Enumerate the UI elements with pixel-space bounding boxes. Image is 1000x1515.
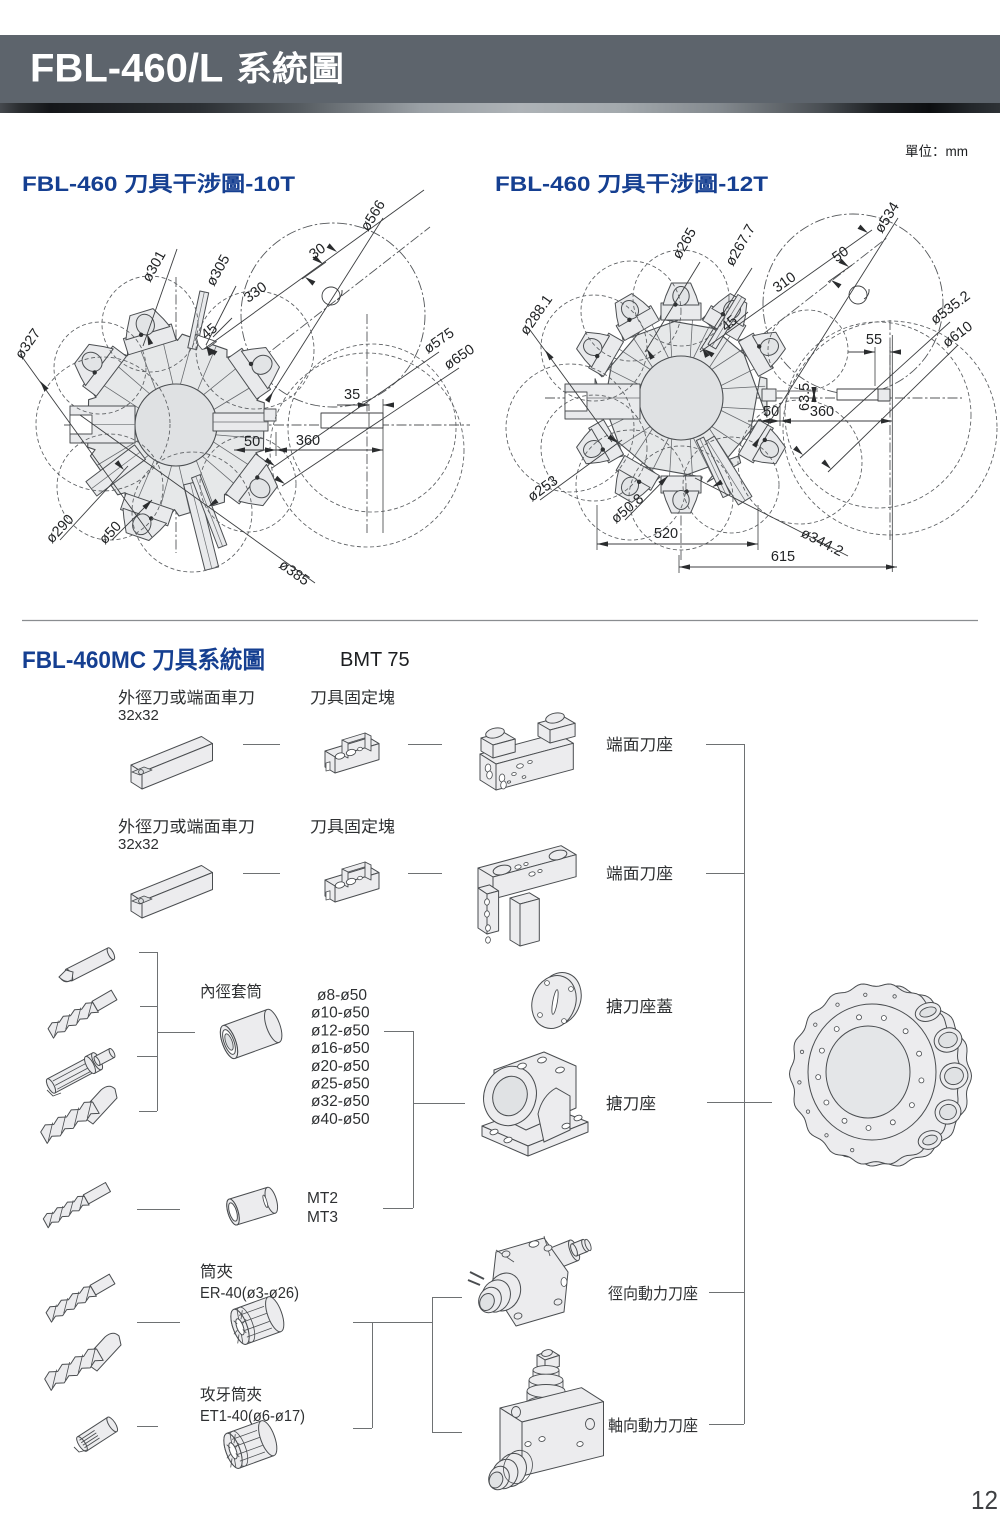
svg-text:330: 330 bbox=[241, 279, 270, 306]
svg-text:ø385: ø385 bbox=[276, 557, 312, 589]
svg-text:45: 45 bbox=[718, 312, 741, 335]
svg-text:刀具固定塊: 刀具固定塊 bbox=[310, 818, 395, 836]
svg-text:FBL-460 刀具干涉圖-10T: FBL-460 刀具干涉圖-10T bbox=[22, 172, 295, 196]
svg-text:310: 310 bbox=[770, 269, 799, 296]
svg-text:45: 45 bbox=[198, 320, 221, 343]
svg-text:端面刀座: 端面刀座 bbox=[606, 865, 673, 883]
svg-text:系統圖: 系統圖 bbox=[236, 51, 344, 89]
svg-text:外徑刀或端面車刀: 外徑刀或端面車刀 bbox=[118, 689, 255, 707]
svg-text:ø267.7: ø267.7 bbox=[723, 222, 759, 269]
svg-text:ø290: ø290 bbox=[43, 512, 77, 547]
svg-text:32x32: 32x32 bbox=[118, 707, 159, 724]
svg-text:徑向動力刀座: 徑向動力刀座 bbox=[608, 1285, 698, 1303]
svg-text:筒夾: 筒夾 bbox=[200, 1263, 233, 1281]
svg-text:30: 30 bbox=[306, 241, 328, 263]
svg-text:刀具固定塊: 刀具固定塊 bbox=[310, 689, 395, 707]
svg-text:ø32-ø50: ø32-ø50 bbox=[311, 1093, 370, 1110]
svg-text:端面刀座: 端面刀座 bbox=[606, 736, 673, 754]
svg-text:搪刀座: 搪刀座 bbox=[606, 1095, 656, 1113]
svg-text:內徑套筒: 內徑套筒 bbox=[200, 983, 262, 1001]
svg-text:ø650: ø650 bbox=[441, 342, 477, 374]
svg-text:MT3: MT3 bbox=[307, 1209, 338, 1226]
svg-text:軸向動力刀座: 軸向動力刀座 bbox=[608, 1417, 698, 1435]
svg-text:FBL-460 刀具干涉圖-12T: FBL-460 刀具干涉圖-12T bbox=[495, 172, 768, 196]
svg-text:ø16-ø50: ø16-ø50 bbox=[311, 1040, 370, 1057]
svg-text:ø344.2: ø344.2 bbox=[798, 525, 845, 560]
svg-text:FBL-460MC 刀具系統圖: FBL-460MC 刀具系統圖 bbox=[22, 646, 265, 674]
svg-text:ø8-ø50: ø8-ø50 bbox=[317, 987, 367, 1004]
svg-text:BMT 75: BMT 75 bbox=[340, 649, 410, 671]
svg-text:ø25-ø50: ø25-ø50 bbox=[311, 1076, 370, 1093]
svg-text:ø305: ø305 bbox=[204, 252, 234, 289]
svg-text:360: 360 bbox=[810, 404, 834, 420]
svg-text:ø288.1: ø288.1 bbox=[517, 292, 556, 338]
svg-text:615: 615 bbox=[771, 549, 795, 565]
svg-text:50: 50 bbox=[244, 434, 260, 450]
svg-text:35: 35 bbox=[344, 387, 360, 403]
svg-text:ø10-ø50: ø10-ø50 bbox=[311, 1005, 370, 1022]
svg-text:ø12-ø50: ø12-ø50 bbox=[311, 1022, 370, 1039]
svg-text:ø20-ø50: ø20-ø50 bbox=[311, 1058, 370, 1075]
svg-text:ø253: ø253 bbox=[525, 473, 561, 505]
svg-text:360: 360 bbox=[296, 433, 320, 449]
svg-text:12: 12 bbox=[971, 1485, 998, 1515]
svg-text:ø610: ø610 bbox=[940, 319, 976, 352]
svg-text:32x32: 32x32 bbox=[118, 836, 159, 853]
svg-text:63.5: 63.5 bbox=[797, 383, 813, 411]
svg-text:ø534: ø534 bbox=[872, 200, 903, 237]
svg-text:ø566: ø566 bbox=[358, 198, 389, 235]
svg-text:搪刀座蓋: 搪刀座蓋 bbox=[606, 998, 673, 1016]
svg-text:ø327: ø327 bbox=[12, 326, 44, 362]
svg-text:攻牙筒夾: 攻牙筒夾 bbox=[200, 1386, 262, 1404]
svg-text:ø50: ø50 bbox=[96, 519, 125, 548]
svg-text:ET1-40(ø6-ø17): ET1-40(ø6-ø17) bbox=[200, 1408, 305, 1425]
svg-text:FBL-460/L: FBL-460/L bbox=[30, 47, 223, 91]
svg-text:外徑刀或端面車刀: 外徑刀或端面車刀 bbox=[118, 818, 255, 836]
svg-text:ø301: ø301 bbox=[140, 248, 170, 285]
svg-text:55: 55 bbox=[866, 332, 882, 348]
svg-text:50: 50 bbox=[830, 244, 852, 266]
svg-text:ER-40(ø3-ø26): ER-40(ø3-ø26) bbox=[200, 1285, 299, 1302]
svg-text:MT2: MT2 bbox=[307, 1190, 338, 1207]
svg-text:520: 520 bbox=[654, 526, 678, 542]
svg-text:ø40-ø50: ø40-ø50 bbox=[311, 1111, 370, 1128]
svg-text:單位：mm: 單位：mm bbox=[905, 144, 968, 159]
svg-text:ø265: ø265 bbox=[670, 225, 700, 262]
svg-text:50: 50 bbox=[763, 404, 779, 420]
